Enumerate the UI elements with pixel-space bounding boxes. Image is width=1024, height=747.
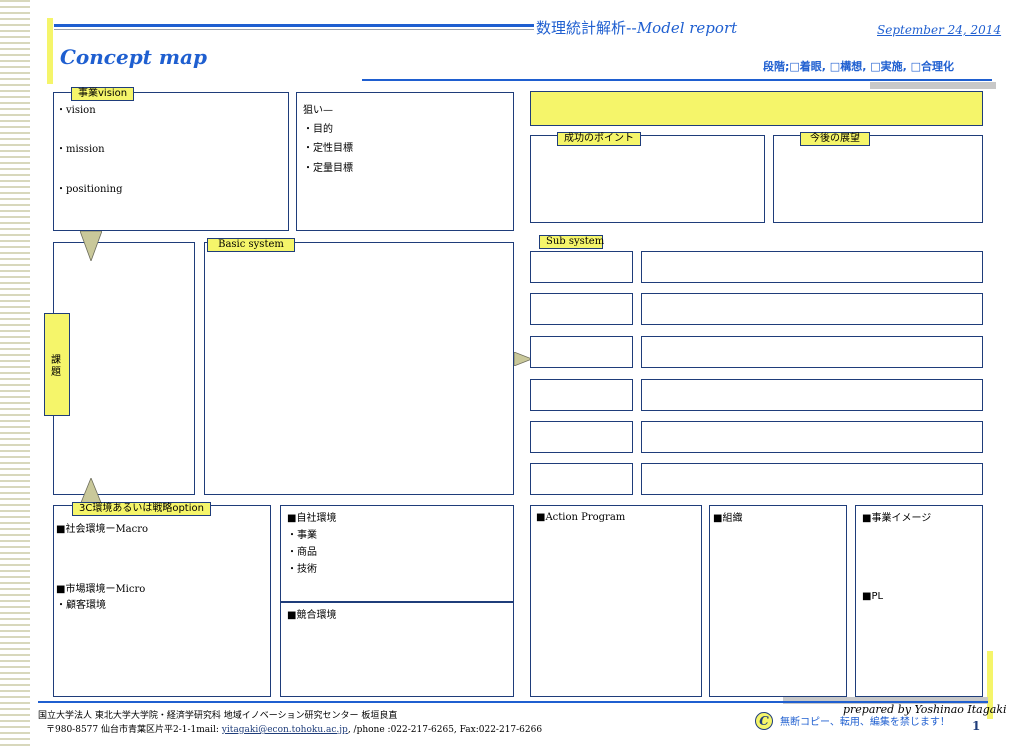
header-bottom-line	[362, 79, 992, 81]
header-top-line	[54, 24, 534, 27]
customer-environment: ・顧客環境	[56, 600, 106, 611]
sub-system-detail-box	[641, 463, 983, 495]
company-box	[280, 505, 514, 602]
sub-system-tag: Sub system	[539, 235, 604, 249]
sub-system-label-box	[530, 463, 633, 495]
organization-heading: ■組織	[713, 513, 743, 524]
sub-system-label-box	[530, 421, 633, 453]
sub-system-detail-box	[641, 379, 983, 411]
company-products: ・商品	[287, 547, 317, 558]
future-outlook-tag: 今後の展望	[800, 132, 870, 146]
copy-notice: 無断コピー、転用、編集を禁じます！	[780, 717, 950, 728]
environment-box	[53, 505, 271, 697]
sub-system-label-box	[530, 251, 633, 283]
issue-tag-label: 課 題	[51, 355, 61, 378]
aims-purpose: ・目的	[303, 124, 333, 135]
company-technology: ・技術	[287, 564, 317, 575]
basic-system-box	[204, 242, 514, 495]
email-link[interactable]: yitagaki@econ.tohoku.ac.jp	[221, 725, 348, 735]
vision-box	[53, 92, 289, 231]
issue-box	[53, 242, 195, 495]
sub-system-detail-box	[641, 421, 983, 453]
footer-organization: 国立大学法人 東北大学大学院・経済学研究科 地域イノベーション研究センター 板垣…	[38, 711, 398, 721]
left-stripe-decoration	[0, 0, 30, 747]
header-yellow-bar	[47, 18, 53, 84]
pl-heading: ■PL	[862, 591, 884, 602]
sub-system-detail-box	[641, 336, 983, 368]
company-business: ・事業	[287, 530, 317, 541]
footer-address: 〒980-8577 仙台市青葉区片平2-1-1mail: yitagaki@ec…	[46, 725, 543, 735]
sub-system-label-box	[530, 293, 633, 325]
success-points-box	[530, 135, 765, 223]
footer-gray-block	[783, 697, 988, 704]
positioning-item: ・positioning	[56, 184, 123, 195]
micro-environment: ■市場環境ーMicro	[56, 584, 146, 595]
page-number: 1	[972, 719, 981, 733]
action-program-box	[530, 505, 702, 697]
triangle-up-icon	[80, 478, 102, 505]
future-outlook-box	[773, 135, 983, 223]
footer-yellow-bar	[987, 651, 993, 719]
mission-item: ・mission	[56, 144, 105, 155]
company-heading: ■自社環境	[287, 513, 337, 524]
aims-quantitative: ・定量目標	[303, 163, 353, 174]
success-points-tag: 成功のポイント	[557, 132, 641, 146]
issue-tag	[44, 313, 70, 416]
business-image-heading: ■事業イメージ	[862, 513, 932, 524]
basic-system-tag: Basic system	[207, 238, 295, 252]
organization-box	[709, 505, 847, 697]
competition-heading: ■競合環境	[287, 610, 337, 621]
prepared-by: prepared by Yoshinao Itagaki	[843, 703, 1007, 716]
aims-heading: 狙い—	[303, 105, 333, 116]
footer-blue-line	[38, 701, 988, 703]
stage-checklist: 段階;□着眼, □構想, □実施, □合理化	[763, 60, 954, 73]
sub-system-label-box	[530, 379, 633, 411]
header-gray-line	[54, 29, 534, 30]
action-program-heading: ■Action Program	[536, 512, 626, 523]
aims-box	[296, 92, 514, 231]
header-bottom-gray	[870, 82, 996, 89]
triangle-down-icon	[80, 231, 102, 261]
sub-system-detail-box	[641, 251, 983, 283]
report-date: September 24, 2014	[877, 23, 1002, 37]
page-title: Concept map	[60, 45, 207, 69]
sub-system-detail-box	[641, 293, 983, 325]
vision-item: ・vision	[56, 105, 96, 116]
business-image-box	[855, 505, 983, 697]
copyright-badge-icon: C	[755, 712, 773, 730]
macro-environment: ■社会環境ーMacro	[56, 524, 149, 535]
environment-tag: 3C環境あるいは戦略option	[72, 502, 211, 516]
vision-tag: 事業vision	[71, 87, 135, 101]
sub-system-label-box	[530, 336, 633, 368]
summary-highlight-box	[530, 91, 983, 126]
competition-box	[280, 602, 514, 697]
report-title: 数理統計解析--Model report	[536, 19, 738, 37]
aims-qualitative: ・定性目標	[303, 143, 353, 154]
triangle-right-icon	[514, 352, 532, 366]
